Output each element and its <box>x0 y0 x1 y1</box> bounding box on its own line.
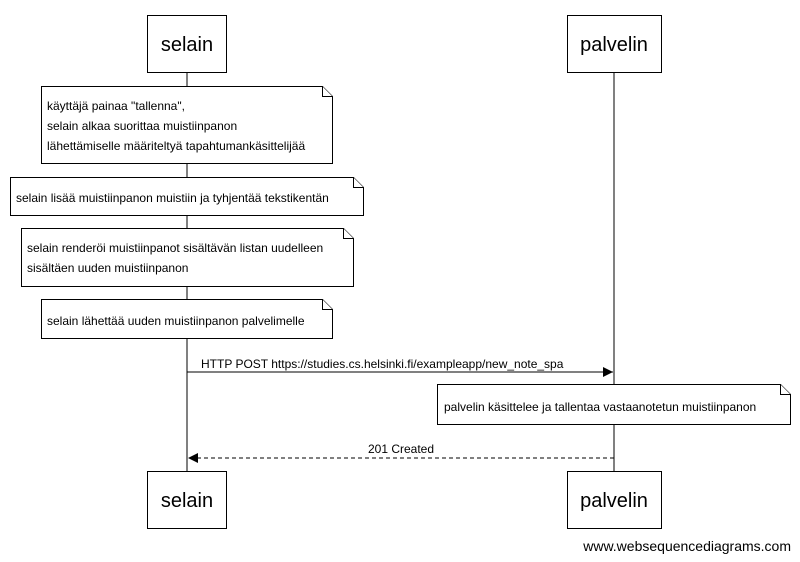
note: selain lähettää uuden muistiinpanon palv… <box>41 299 333 339</box>
note: selain renderöi muistiinpanot sisältävän… <box>21 228 354 287</box>
message-label: 201 Created <box>368 442 434 456</box>
participant-palvelin-top: palvelin <box>567 15 662 73</box>
participant-selain-top: selain <box>147 15 227 73</box>
note: palvelin käsittelee ja tallentaa vastaan… <box>437 384 791 425</box>
note-line: lähettämiselle määriteltyä tapahtumankäs… <box>47 139 305 153</box>
participant-label: selain <box>161 34 213 56</box>
note-line: sisältäen uuden muistiinpanon <box>27 261 188 275</box>
note-line: selain lisää muistiinpanon muistiin ja t… <box>16 191 329 205</box>
note-line: palvelin käsittelee ja tallentaa vastaan… <box>444 400 756 414</box>
note: käyttäjä painaa "tallenna", selain alkaa… <box>41 86 333 164</box>
participant-label: selain <box>161 490 213 512</box>
note-line: selain alkaa suorittaa muistiinpanon <box>47 119 237 133</box>
note-line: selain renderöi muistiinpanot sisältävän… <box>27 241 323 255</box>
note-line: selain lähettää uuden muistiinpanon palv… <box>47 314 305 328</box>
message-http-post: HTTP POST https://studies.cs.helsinki.fi… <box>187 357 613 377</box>
message-201-created: 201 Created <box>188 442 614 463</box>
participant-label: palvelin <box>580 490 648 512</box>
participant-label: palvelin <box>580 34 648 56</box>
participant-selain-bottom: selain <box>147 471 227 529</box>
message-label: HTTP POST https://studies.cs.helsinki.fi… <box>201 357 564 371</box>
note-line: käyttäjä painaa "tallenna", <box>47 99 185 113</box>
watermark-link[interactable]: www.websequencediagrams.com <box>583 538 791 554</box>
note: selain lisää muistiinpanon muistiin ja t… <box>10 177 364 216</box>
participant-palvelin-bottom: palvelin <box>567 471 662 529</box>
